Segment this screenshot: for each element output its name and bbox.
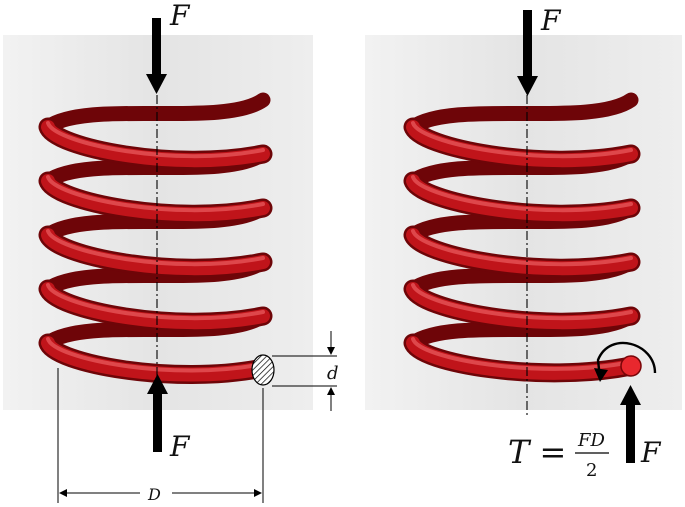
torque-arrowhead: [594, 368, 608, 382]
spring-front-coil: [403, 225, 641, 278]
force-arrow-top-left: [146, 18, 167, 94]
spring-front-coil: [38, 279, 273, 332]
spring-front-coil: [403, 171, 641, 224]
left-spring: [38, 92, 273, 384]
force-arrow-bottom-right: [620, 385, 641, 463]
spring-front-coil: [403, 117, 641, 170]
coil-diameter-dimension: [57, 368, 264, 503]
wire-cross-section: [251, 354, 275, 386]
wire-diameter-label: d: [327, 363, 339, 384]
torque-formula-denominator: 2: [586, 460, 597, 481]
spring-back-segment: [405, 92, 639, 135]
torque-formula-numerator: FD: [577, 430, 605, 451]
torque-arrow: [596, 341, 657, 379]
spring-back-segment: [40, 92, 271, 135]
torque-formula-lhs: T =: [508, 433, 566, 471]
spring-front-coil: [38, 225, 273, 278]
spring-front-coil: [38, 333, 273, 384]
force-label-top-left: F: [169, 0, 191, 32]
wire-diameter-dimension: [272, 331, 337, 411]
force-label-top-right: F: [540, 4, 562, 37]
force-arrow-top-right: [517, 10, 538, 96]
force-label-bottom-left: F: [169, 430, 191, 463]
spring-front-coil: [38, 171, 273, 224]
force-arrow-bottom-left: [147, 374, 168, 452]
wire-end-section: [620, 355, 642, 377]
spring-front-coil: [38, 117, 273, 170]
coil-diameter-label: D: [147, 485, 161, 504]
spring-front-coil: [403, 279, 641, 332]
force-label-bottom-right: F: [640, 436, 662, 469]
